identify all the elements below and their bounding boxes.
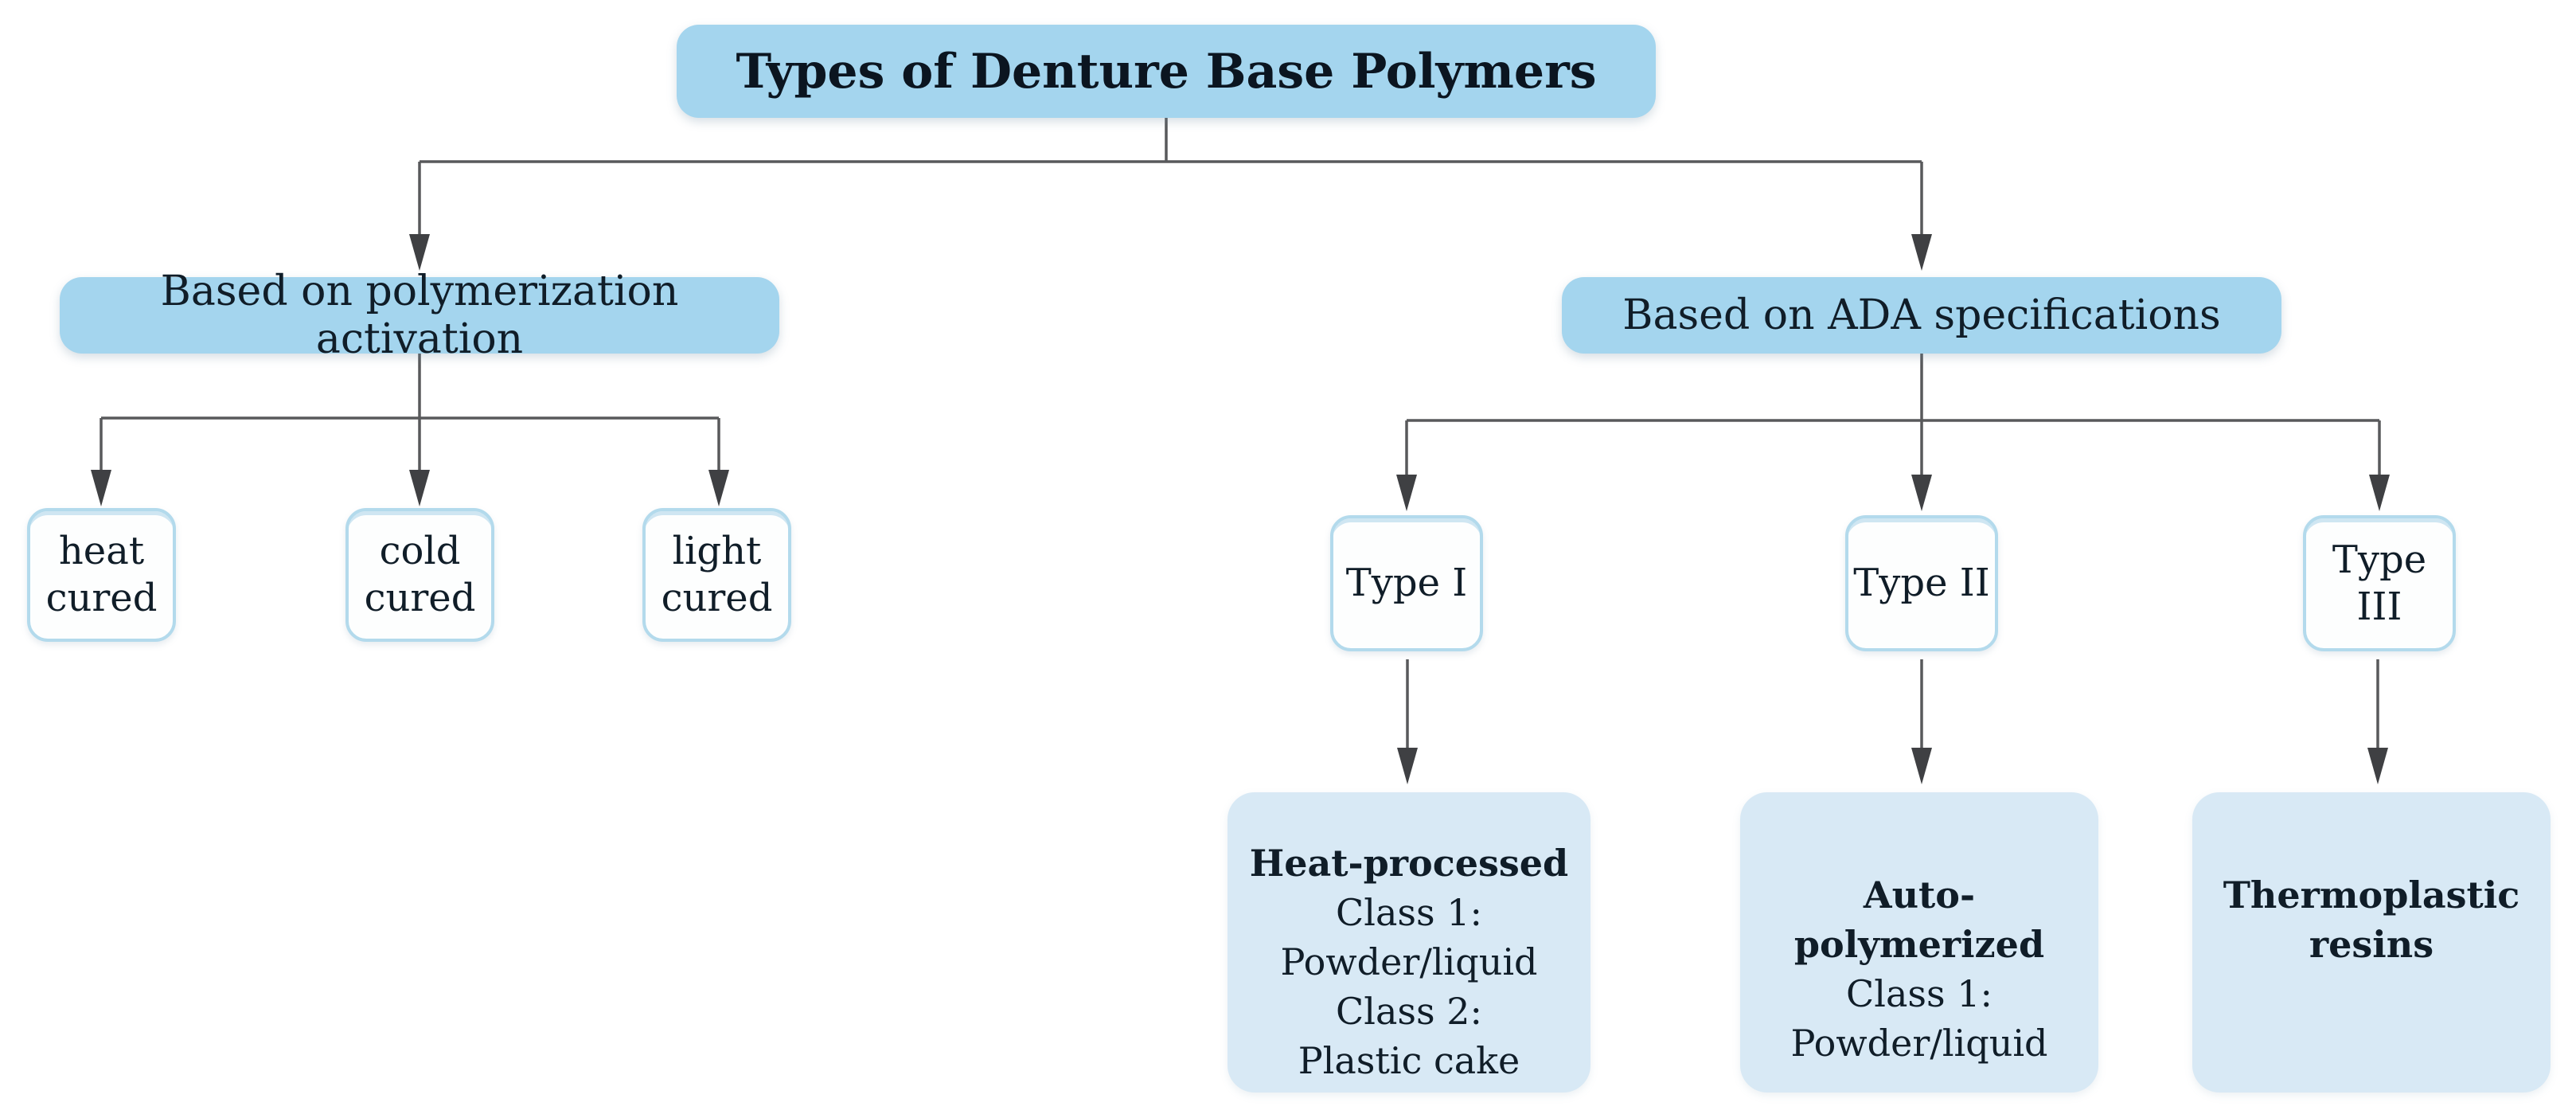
detail-auto-polymerized-line: Powder/liquid <box>1790 1022 2048 1065</box>
arrowhead-icon <box>2367 748 2388 784</box>
type-iii-label: Type III <box>2332 537 2427 629</box>
arrowhead-icon <box>1397 748 1418 784</box>
arrowhead-icon <box>1396 475 1417 511</box>
arrowhead-icon <box>1911 475 1932 511</box>
leaf-cold-cured: cold cured <box>345 508 494 642</box>
detail-heat-processed-title: Heat-processed <box>1249 842 1569 885</box>
type-i-label: Type I <box>1345 561 1468 606</box>
arrowhead-icon <box>409 234 430 271</box>
type-ii-node: Type II <box>1845 515 1998 651</box>
type-i-node: Type I <box>1330 515 1483 651</box>
leaf-heat-cured-line1: heat <box>58 529 145 574</box>
leaf-light-cured-line1: light <box>672 529 762 574</box>
detail-heat-processed-line: Powder/liquid <box>1280 940 1538 983</box>
connector-arrowheads <box>91 234 2390 784</box>
arrowhead-icon <box>409 470 430 506</box>
leaf-light-cured-line2: cured <box>661 576 773 620</box>
detail-heat-processed-line: Class 1: <box>1336 891 1482 934</box>
leaf-heat-cured-line2: cured <box>45 576 158 620</box>
connector-lines <box>100 118 2381 751</box>
arrowhead-icon <box>708 470 729 506</box>
detail-heat-processed-line: Class 2: <box>1336 990 1482 1033</box>
detail-auto-polymerized: Auto-polymerized Class 1: Powder/liquid <box>1740 792 2098 1093</box>
connector-right-split <box>1405 354 2381 478</box>
arrowhead-icon <box>2369 475 2390 511</box>
connector-left-split <box>100 354 720 473</box>
detail-thermoplastic-resins-title: Thermoplastic resins <box>2223 874 2520 966</box>
detail-auto-polymerized-line: Class 1: <box>1846 972 1992 1015</box>
detail-auto-polymerized-title: Auto-polymerized <box>1793 874 2045 966</box>
branch-polymerization-label: Based on polymerization activation <box>160 268 679 363</box>
arrowhead-icon <box>1911 234 1932 271</box>
detail-thermoplastic-resins: Thermoplastic resins <box>2192 792 2551 1093</box>
detail-heat-processed: Heat-processed Class 1: Powder/liquid Cl… <box>1228 792 1590 1093</box>
connector-type-details <box>1406 659 2379 751</box>
leaf-cold-cured-line2: cured <box>364 576 476 620</box>
detail-heat-processed-line: Plastic cake <box>1298 1039 1520 1082</box>
leaf-cold-cured-line1: cold <box>379 529 461 574</box>
branch-ada-node: Based on ADA specifications <box>1562 277 2281 354</box>
arrowhead-icon <box>1911 748 1932 784</box>
arrowhead-icon <box>91 470 111 506</box>
root-node: Types of Denture Base Polymers <box>677 25 1656 118</box>
leaf-light-cured: light cured <box>642 508 791 642</box>
branch-ada-label: Based on ADA specifications <box>1622 291 2221 339</box>
type-iii-node: Type III <box>2303 515 2456 651</box>
type-ii-label: Type II <box>1853 561 1990 606</box>
branch-polymerization-node: Based on polymerization activation <box>60 268 779 363</box>
connector-root-split <box>418 118 1923 237</box>
root-label: Types of Denture Base Polymers <box>736 43 1597 100</box>
leaf-heat-cured: heat cured <box>27 508 176 642</box>
